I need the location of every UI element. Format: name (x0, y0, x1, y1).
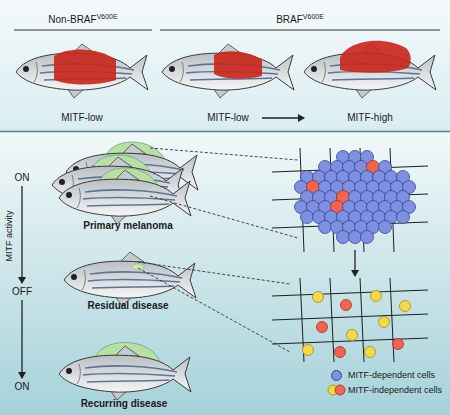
svg-line (390, 278, 394, 362)
header-group: BRAFV600E (276, 13, 324, 26)
fish (16, 44, 148, 98)
bottom-panel (0, 132, 450, 415)
top-panel (0, 0, 450, 131)
dependent-cell (319, 221, 332, 234)
legend-text: MITF-dependent cells (348, 369, 435, 381)
svg-line (272, 314, 428, 320)
text-label: OFF (12, 286, 32, 298)
dependent-cell (379, 221, 392, 234)
independent-cell (379, 317, 390, 328)
dependent-cell (301, 211, 314, 224)
svg-path (340, 41, 411, 73)
text-label: ON (15, 172, 30, 184)
text-label: Primary melanoma (83, 220, 173, 232)
independent-cell (365, 347, 376, 358)
independent-cell (335, 347, 346, 358)
fish (59, 168, 191, 224)
tissue-grid (272, 278, 428, 362)
header-superscript: V600E (97, 13, 118, 20)
svg-line (330, 278, 334, 362)
text-label: MITF-low (207, 112, 249, 124)
svg-ellipse (132, 264, 144, 270)
zoom-line (150, 196, 298, 238)
independent-cell (317, 322, 328, 333)
dependent-cell (361, 231, 374, 244)
text-label: MITF-low (61, 112, 103, 124)
progression-arrow (262, 117, 304, 118)
header-text: Non-BRAF (48, 14, 96, 25)
header-text: BRAF (276, 14, 303, 25)
fish (59, 343, 191, 401)
transition-arrow (354, 250, 355, 276)
text-label: Residual disease (87, 300, 168, 312)
text-label: MITF-high (347, 112, 393, 124)
svg-use (64, 252, 196, 306)
svg-line (360, 278, 364, 362)
residual-cells (303, 291, 411, 358)
cell-cluster (295, 151, 416, 244)
panel-divider (0, 131, 450, 133)
dependent-cell (397, 211, 410, 224)
dependent-cell (349, 231, 362, 244)
svg-use (162, 44, 294, 98)
axis-label: MITF activity (3, 211, 15, 262)
svg-path (214, 51, 262, 79)
fish (304, 41, 436, 98)
svg-use (59, 170, 191, 224)
fish (162, 44, 294, 98)
text-label: Recurring disease (81, 398, 168, 410)
independent-cell (313, 292, 324, 303)
legend-swatch (331, 370, 342, 381)
svg-use (59, 346, 191, 400)
fish (64, 252, 196, 306)
independent-cell (303, 345, 314, 356)
svg-line (272, 290, 428, 296)
header-superscript: V600E (303, 13, 324, 20)
independent-cell (371, 291, 382, 302)
zoom-line (150, 148, 298, 160)
tissue-grid (272, 148, 428, 252)
svg-use (16, 44, 148, 98)
independent-cell (341, 300, 352, 311)
activity-arrow (21, 186, 22, 283)
header-rule (14, 29, 152, 30)
legend-cell (335, 385, 345, 395)
legend-text: MITF-independent cells (348, 384, 442, 396)
header-rule (160, 29, 440, 30)
header-group: Non-BRAFV600E (48, 13, 117, 26)
activity-arrow (21, 300, 22, 378)
independent-cell (393, 339, 404, 350)
independent-cell (347, 330, 358, 341)
independent-cell (400, 301, 411, 312)
dependent-cell (337, 231, 350, 244)
svg-path (54, 50, 116, 85)
text-label: ON (15, 381, 30, 393)
